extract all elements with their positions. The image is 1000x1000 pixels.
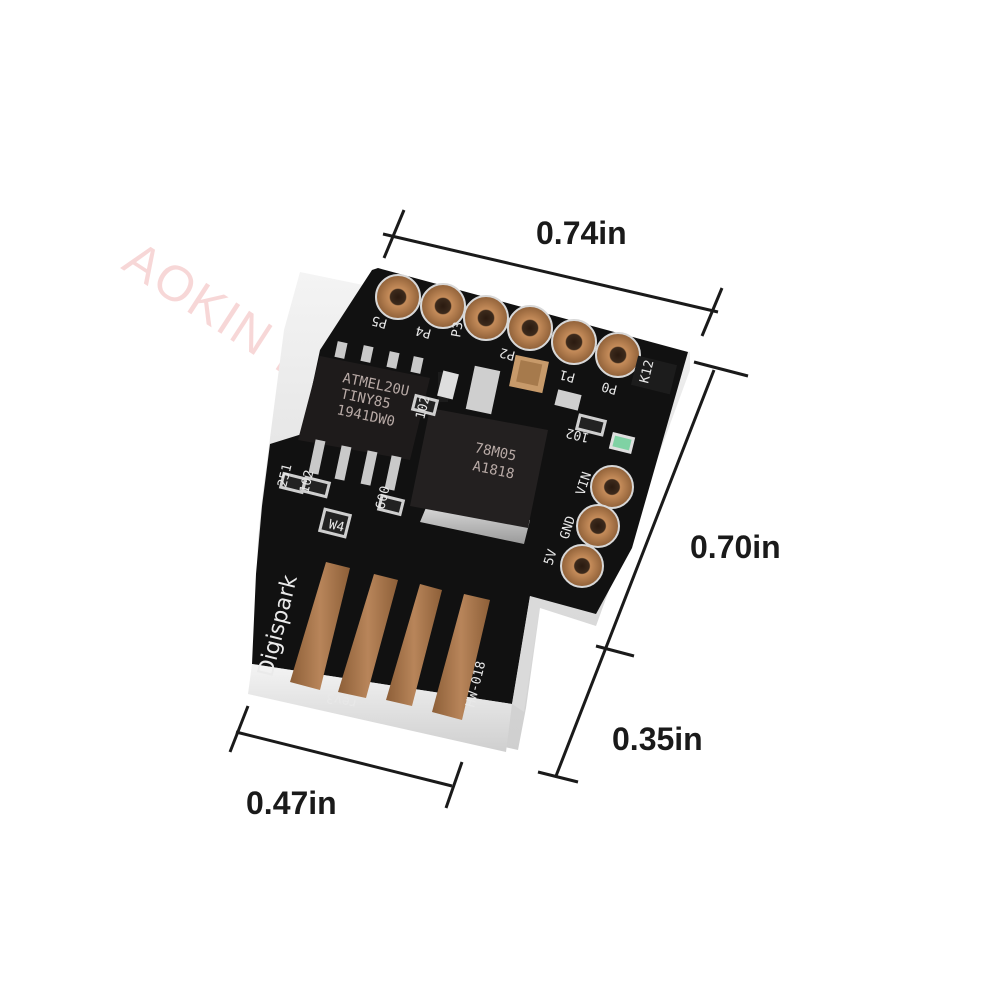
power-label-vin: VIN — [574, 470, 596, 497]
svg-text:P4: P4 — [414, 322, 433, 341]
pin-label-p2: P2 — [498, 344, 517, 363]
diode — [630, 355, 678, 395]
smd-resistors — [278, 389, 608, 539]
leds — [437, 370, 636, 455]
dimension-usb-length: 0.35in — [612, 721, 703, 757]
resistor-code-102-c: 102 — [297, 469, 317, 495]
pin-label-p4: P4 — [414, 322, 433, 341]
svg-text:600: 600 — [373, 485, 393, 511]
diode-label: K12 — [637, 359, 657, 385]
pin-label-p1: P1 — [558, 366, 577, 385]
resistor-code-w4: W4 — [327, 517, 346, 535]
svg-text:GND: GND — [558, 514, 580, 541]
svg-text:102: 102 — [565, 424, 591, 444]
svg-text:102: 102 — [413, 395, 433, 421]
header-pads-power — [560, 465, 634, 588]
svg-text:K12: K12 — [637, 359, 657, 385]
resistor-code-600: 600 — [373, 485, 393, 511]
svg-text:rev3: rev3 — [325, 690, 359, 711]
board-revision-silkscreen: rev3 — [325, 690, 359, 711]
voltage-regulator — [410, 365, 548, 544]
svg-text:P0: P0 — [600, 378, 619, 397]
dimension-bottom-width: 0.47in — [246, 785, 337, 821]
svg-text:P1: P1 — [558, 366, 577, 385]
svg-text:P2: P2 — [498, 344, 517, 363]
svg-text:5V: 5V — [542, 548, 561, 568]
resistor-code-102-a: 102 — [413, 395, 433, 421]
power-label-5v: 5V — [542, 548, 561, 568]
digispark-board: Digispark rev3 HW-018 P5 P4 P3 P2 — [248, 268, 690, 752]
dimension-top-width: 0.74in — [536, 215, 627, 251]
header-pads-top — [375, 274, 641, 378]
svg-text:P5: P5 — [370, 312, 389, 331]
svg-text:W4: W4 — [327, 517, 346, 535]
resistor-code-251: 251 — [275, 463, 295, 489]
svg-text:102: 102 — [297, 469, 317, 495]
dimension-lines — [228, 209, 749, 809]
svg-text:P3: P3 — [449, 321, 466, 339]
dimension-right-height: 0.70in — [690, 529, 781, 565]
power-label-gnd: GND — [558, 514, 580, 541]
mcu-chip — [298, 341, 430, 491]
pin-label-p3: P3 — [449, 321, 466, 339]
pin-label-p0: P0 — [600, 378, 619, 397]
svg-text:VIN: VIN — [574, 470, 596, 497]
pin-label-p5: P5 — [370, 312, 389, 331]
capacitor — [509, 354, 549, 394]
resistor-code-102-b: 102 — [565, 424, 591, 444]
usb-contacts — [290, 562, 490, 720]
svg-text:251: 251 — [275, 463, 295, 489]
